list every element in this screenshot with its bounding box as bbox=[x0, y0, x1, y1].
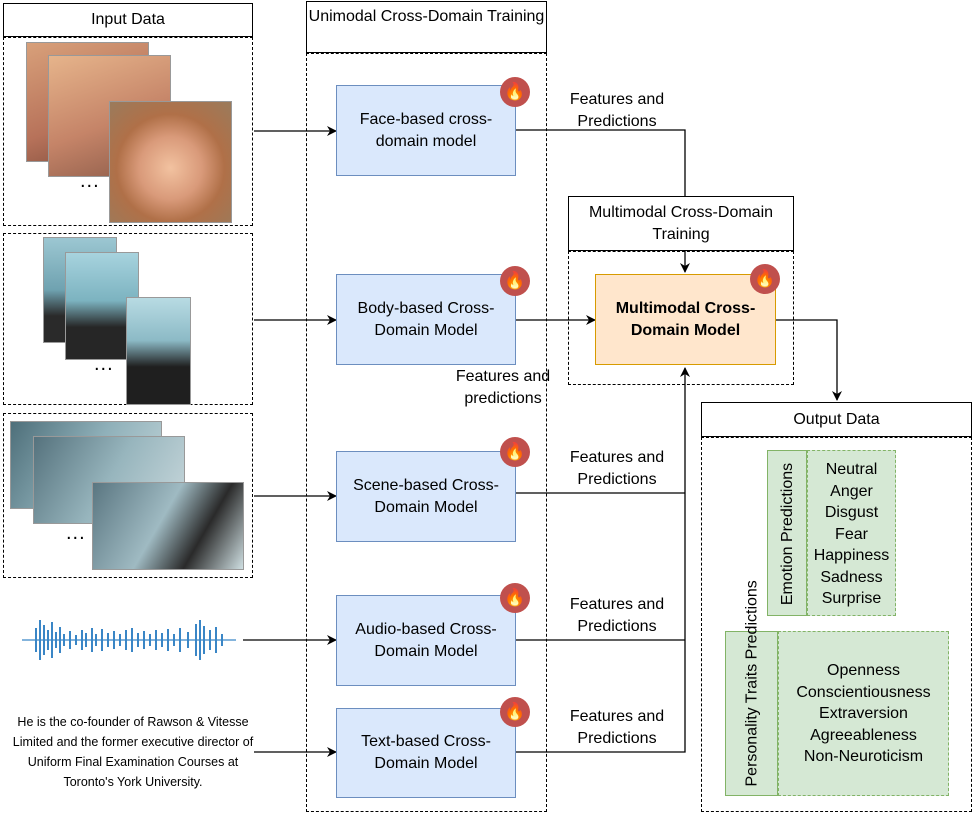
audio-model-label: Audio-based Cross-Domain Model bbox=[355, 620, 497, 660]
personality-item: Conscientiousness bbox=[796, 683, 931, 701]
arrow-multimodal-to-output bbox=[776, 319, 842, 401]
line-text-to-bus bbox=[516, 367, 690, 753]
audio-model-box: Audio-based Cross-Domain Model bbox=[336, 595, 516, 686]
body-image bbox=[126, 297, 191, 405]
personality-item: Non-Neuroticism bbox=[803, 748, 924, 765]
face-image bbox=[109, 101, 232, 223]
emotion-item: Surprise bbox=[821, 590, 882, 607]
multimodal-title: Multimodal Cross-Domain Training bbox=[588, 204, 774, 243]
line-face-to-multimodal bbox=[516, 129, 686, 196]
text-input-sample: He is the co-founder of Rawson & Vitesse… bbox=[12, 715, 254, 789]
emotion-label: Emotion Predictions bbox=[779, 462, 796, 606]
face-ellipsis: ... bbox=[80, 170, 100, 192]
multimodal-container bbox=[568, 251, 794, 385]
emotion-item: Neutral bbox=[825, 461, 878, 478]
unimodal-header: Unimodal Cross-Domain Training bbox=[306, 1, 547, 53]
output-header: Output Data bbox=[701, 402, 972, 437]
features-label-text: Features and Predictions bbox=[569, 708, 665, 747]
emotion-item: Happiness bbox=[813, 547, 890, 564]
text-model-label: Text-based Cross-Domain Model bbox=[361, 733, 491, 772]
unimodal-title: Unimodal Cross-Domain Training bbox=[308, 8, 545, 25]
body-model-box: Body-based Cross-Domain Model bbox=[336, 274, 516, 365]
personality-list: Openness Conscientiousness Extraversion … bbox=[778, 631, 949, 796]
scene-input-panel bbox=[3, 413, 253, 578]
scene-ellipsis: ... bbox=[66, 522, 86, 544]
body-ellipsis: ... bbox=[94, 353, 114, 375]
multimodal-model-box: Multimodal Cross-Domain Model bbox=[595, 274, 776, 365]
output-title: Output Data bbox=[793, 411, 880, 428]
scene-image bbox=[92, 482, 244, 570]
personality-label: Personality Traits Predictions bbox=[743, 580, 761, 787]
emotion-item: Sadness bbox=[820, 568, 883, 586]
personality-label-box: Personality Traits Predictions bbox=[725, 580, 778, 796]
multimodal-model-label: Multimodal Cross-Domain Model bbox=[615, 299, 756, 339]
personality-item: Extraversion bbox=[819, 705, 908, 722]
scene-model-label: Scene-based Cross-Domain Model bbox=[353, 476, 499, 516]
multimodal-header: Multimodal Cross-Domain Training bbox=[568, 196, 794, 251]
fire-icon: 🔥 bbox=[750, 264, 780, 294]
emotion-item: Fear bbox=[835, 525, 868, 543]
face-input-panel bbox=[3, 37, 253, 226]
face-model-box: Face-based cross-domain model bbox=[336, 85, 516, 176]
features-label-scene: Features and Predictions bbox=[569, 449, 665, 488]
scene-model-box: Scene-based Cross-Domain Model bbox=[336, 451, 516, 542]
features-label-face: Features and Predictions bbox=[569, 91, 665, 130]
emotion-item: Anger bbox=[830, 482, 873, 500]
body-model-label: Body-based Cross-Domain Model bbox=[357, 299, 495, 339]
fire-icon: 🔥 bbox=[500, 583, 530, 613]
emotion-item: Disgust bbox=[824, 504, 879, 521]
fire-icon: 🔥 bbox=[500, 266, 530, 296]
input-data-header: Input Data bbox=[3, 3, 253, 37]
emotion-label-box: Emotion Predictions bbox=[767, 450, 807, 616]
personality-item: Openness bbox=[827, 662, 900, 679]
fire-icon: 🔥 bbox=[500, 697, 530, 727]
features-label-body: Features and predictions bbox=[455, 368, 551, 407]
emotion-list: Neutral Anger Disgust Fear Happiness Sad… bbox=[807, 450, 896, 616]
face-model-label: Face-based cross-domain model bbox=[359, 110, 493, 150]
audio-waveform bbox=[22, 620, 236, 660]
personality-item: Agreeableness bbox=[810, 726, 917, 744]
features-label-audio: Features and Predictions bbox=[569, 596, 665, 635]
output-container bbox=[701, 437, 972, 812]
fire-icon: 🔥 bbox=[500, 437, 530, 467]
input-data-title: Input Data bbox=[91, 11, 165, 28]
unimodal-container bbox=[306, 53, 547, 812]
text-model-box: Text-based Cross-Domain Model bbox=[336, 708, 516, 798]
fire-icon: 🔥 bbox=[500, 77, 530, 107]
